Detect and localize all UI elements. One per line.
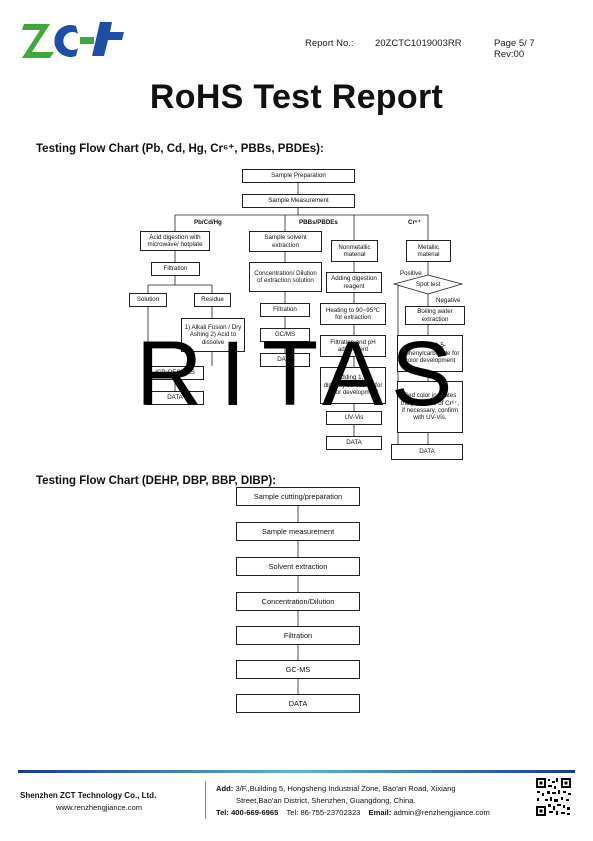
flow1-uvvis: UV-Vis (326, 411, 382, 425)
page-number: Page 5/ 7 (494, 38, 535, 49)
flow1-negative-label: Negative (436, 297, 461, 304)
flow1-spot-test: Spot test (416, 281, 441, 288)
flowchart2-connectors (297, 506, 299, 694)
flow1-nonmetallic: Nonmetallic material (331, 240, 378, 262)
footer-tel2: 86-755-23702323 (300, 808, 361, 817)
footer-add-label: Add: (216, 784, 234, 793)
qr-code (535, 777, 572, 817)
flow2-step-filtration: Filtration (236, 626, 360, 645)
footer-tel-label: Tel: (216, 808, 229, 817)
footer-divider (18, 770, 575, 773)
watermark-letter-t: T (262, 323, 319, 425)
flow1-red-color: Red color indicates the presence of Cr⁶⁺… (397, 381, 463, 433)
footer-tel2-label: Tel: (286, 808, 299, 817)
footer-contacts: Tel: 400-669-6965 Tel: 86-755-23702323 E… (216, 808, 490, 817)
flow1-data-metals: DATA (146, 391, 204, 405)
flow1-alkali-fusion: 1) Alkali Fusion / Dry Ashing 2) Acid to… (181, 318, 245, 352)
footer-email-label: Email: (368, 808, 392, 817)
flow1-data-metal: DATA (391, 444, 463, 460)
flow1-gcms: GC/MS (260, 328, 310, 342)
footer-address-line1: Add: 3/F.,Building 5, Hongsheng Industri… (216, 784, 456, 793)
footer-address2: Street,Bao'an District, Shenzhen, Guangd… (236, 796, 416, 805)
flow1-sample-measurement: Sample Measurement (242, 194, 355, 208)
branch-label-metals: Pb/Cd/Hg (194, 219, 222, 226)
flow1-metallic: Metallic material (406, 240, 451, 262)
page-title: RoHS Test Report (149, 78, 444, 116)
report-no-label: Report No.: (305, 38, 354, 49)
flowchart1-connectors (147, 183, 464, 444)
footer-company: Shenzhen ZCT Technology Co., Ltd. (20, 791, 157, 800)
section1-title: Testing Flow Chart (Pb, Cd, Hg, Cr⁶⁺, PB… (36, 143, 324, 155)
footer-email: admin@renzhengjiance.com (393, 808, 490, 817)
flow1-heating: Heating to 90~95℃ for extraction (320, 303, 386, 325)
flow1-positive-label: Positive (400, 270, 422, 277)
flow2-step-measurement: Sample measurement (236, 522, 360, 541)
flow1-filtration-metals: Filtration (151, 262, 200, 276)
flow2-step-concentration: Concentration/Dilution (236, 592, 360, 611)
flow1-solution: Solution (129, 293, 167, 307)
flow1-concentration: Concentration/ Dilution of extraction so… (249, 262, 322, 292)
flow1-adding-digestion: Adding digestion reagent (326, 272, 382, 293)
branch-label-cr6: Cr⁶⁺ (408, 219, 421, 226)
flow1-filtration-ph: Filtration and pH adjustment (320, 335, 386, 357)
footer-tel: 400-669-6965 (231, 808, 279, 817)
watermark-letter-r: R (136, 323, 203, 425)
footer-address1: 3/F.,Building 5, Hongsheng Industrial Zo… (235, 784, 456, 793)
flow2-step-data: DATA (236, 694, 360, 713)
report-no: 20ZCTC1019003RR (375, 38, 462, 49)
watermark-letter-s: S (391, 323, 453, 425)
flow1-data-pbb: DATA (260, 353, 310, 367)
watermark-letter-a: A (322, 323, 384, 425)
footer-website: www.renzhengjiance.com (56, 803, 143, 812)
footer-separator (205, 781, 206, 819)
watermark-letter-i: I (220, 323, 246, 425)
flow2-step-extraction: Solvent extraction (236, 557, 360, 576)
flow1-acid-digestion: Acid digestion with microwave/ hotplate (140, 231, 210, 251)
zct-logo (22, 22, 124, 58)
section2-title: Testing Flow Chart (DEHP, DBP, BBP, DIBP… (36, 475, 277, 487)
flow1-data-nonmetal: DATA (326, 436, 382, 450)
flow1-adding-dpc-metal: Adding 1,5-diphenylcarbazide for color d… (397, 335, 463, 372)
branch-label-pbb: PBBs/PBDEs (299, 219, 338, 226)
flow2-step-cutting: Sample cutting/preparation (236, 487, 360, 506)
flow1-sample-preparation: Sample Preparation (242, 169, 355, 183)
revision: Rev:00 (494, 49, 525, 60)
flow1-residue: Residue (194, 293, 231, 307)
flow1-boiling-water: Boiling water extraction (405, 306, 465, 325)
flow1-icp: ICP-OES/AAS (146, 366, 204, 380)
flow1-adding-dpc-nonmetal: Adding 1,5-diphenylcarbazide for color d… (320, 367, 386, 404)
flow1-solvent-extraction: Sample solvent extraction (249, 231, 322, 252)
flow1-filtration-pbb: Filtration (260, 303, 310, 317)
flow2-step-gcms: GC-MS (236, 660, 360, 679)
